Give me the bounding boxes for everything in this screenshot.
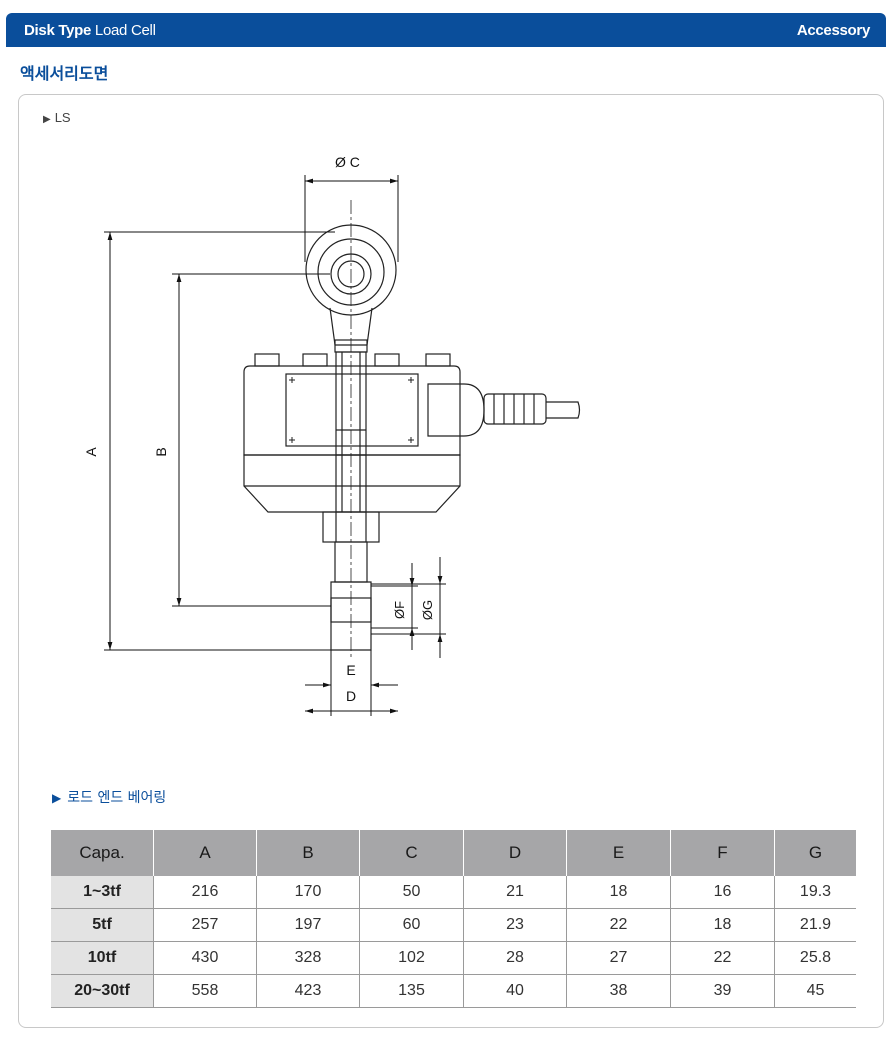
table-cell: 60 (359, 908, 464, 942)
table-cell: 16 (670, 876, 775, 909)
loadcell-body-upper (243, 365, 461, 456)
table-cell: 27 (566, 941, 671, 975)
table-cell: 40 (463, 974, 567, 1008)
table-header-cell: E (566, 830, 671, 876)
dimension-b-label: B (153, 447, 169, 456)
table-cell-capacity: 10tf (51, 941, 154, 975)
table-cell: 28 (463, 941, 567, 975)
table-row: 5tf 257 197 60 23 22 18 21.9 (51, 908, 856, 942)
triangle-icon: ▶ (52, 791, 62, 805)
table-cell: 18 (670, 908, 775, 942)
table-header-cell: Capa. (51, 830, 154, 876)
table-row: 1~3tf 216 170 50 21 18 16 19.3 (51, 876, 856, 909)
bolt-top-1 (254, 353, 280, 367)
table-cell: 328 (256, 941, 360, 975)
bolt-top-2 (302, 353, 328, 367)
cable-strain-relief (483, 393, 547, 425)
table-cell: 135 (359, 974, 464, 1008)
dimension-d-label: D (346, 688, 356, 704)
header-title: Disk Type Load Cell (24, 22, 156, 39)
dimension-f-label: ØF (392, 601, 407, 619)
dimension-e (305, 650, 398, 716)
table-cell: 21.9 (774, 908, 856, 942)
table-header-cell: D (463, 830, 567, 876)
table-cell-capacity: 20~30tf (51, 974, 154, 1008)
table-cell: 423 (256, 974, 360, 1008)
table-cell: 102 (359, 941, 464, 975)
loadcell-body-lower (243, 454, 461, 513)
dimension-a (104, 231, 335, 651)
table-cell: 19.3 (774, 876, 856, 909)
table-header-cell: F (670, 830, 775, 876)
table-cell: 558 (153, 974, 257, 1008)
triangle-icon: ▶ (43, 114, 51, 125)
table-row: 10tf 430 328 102 28 27 22 25.8 (51, 941, 856, 975)
table-cell: 216 (153, 876, 257, 909)
table-cell: 18 (566, 876, 671, 909)
table-cell: 21 (463, 876, 567, 909)
table-label: ▶로드 엔드 베어링 (52, 790, 167, 806)
header-bar: Disk Type Load Cell Accessory (6, 13, 886, 47)
figure-label: ▶LS (43, 110, 71, 125)
table-cell: 23 (463, 908, 567, 942)
table-header-cell: B (256, 830, 360, 876)
table-cell: 197 (256, 908, 360, 942)
table-header-cell: C (359, 830, 464, 876)
dimension-c-label: Ø C (335, 154, 360, 170)
table-cell: 22 (566, 908, 671, 942)
table-cell: 22 (670, 941, 775, 975)
dimension-a-label: A (83, 447, 99, 457)
header-category: Accessory (796, 22, 870, 39)
bolt-top-4 (425, 353, 451, 367)
table-header-cell: G (774, 830, 856, 876)
cable-connector (427, 383, 485, 437)
cable (546, 401, 581, 419)
plate-screws (289, 377, 414, 443)
table-cell: 50 (359, 876, 464, 909)
table-row: 20~30tf 558 423 135 40 38 39 45 (51, 974, 856, 1008)
table-cell: 257 (153, 908, 257, 942)
loadcell-label-plate (285, 373, 419, 447)
dimension-g (371, 557, 446, 658)
table-cell-capacity: 5tf (51, 908, 154, 942)
table-header-row: Capa. A B C D E F G (51, 830, 856, 876)
content-panel (18, 94, 884, 1028)
table-cell-capacity: 1~3tf (51, 876, 154, 909)
table-cell: 430 (153, 941, 257, 975)
table-cell: 38 (566, 974, 671, 1008)
dimension-b (172, 273, 331, 607)
table-header-cell: A (153, 830, 257, 876)
table-cell: 170 (256, 876, 360, 909)
spec-table: Capa. A B C D E F G 1~3tf 216 170 50 21 … (51, 830, 856, 1008)
dimension-e-label: E (346, 662, 355, 678)
table-cell: 45 (774, 974, 856, 1008)
dimension-c (304, 175, 399, 262)
table-cell: 25.8 (774, 941, 856, 975)
table-cell: 39 (670, 974, 775, 1008)
technical-drawing: Ø C A B ØF ØG E D (83, 154, 581, 716)
dimension-g-label: ØG (420, 600, 435, 620)
section-title: 액세서리도면 (20, 64, 109, 83)
bolt-top-3 (374, 353, 400, 367)
dimension-f (371, 563, 418, 650)
